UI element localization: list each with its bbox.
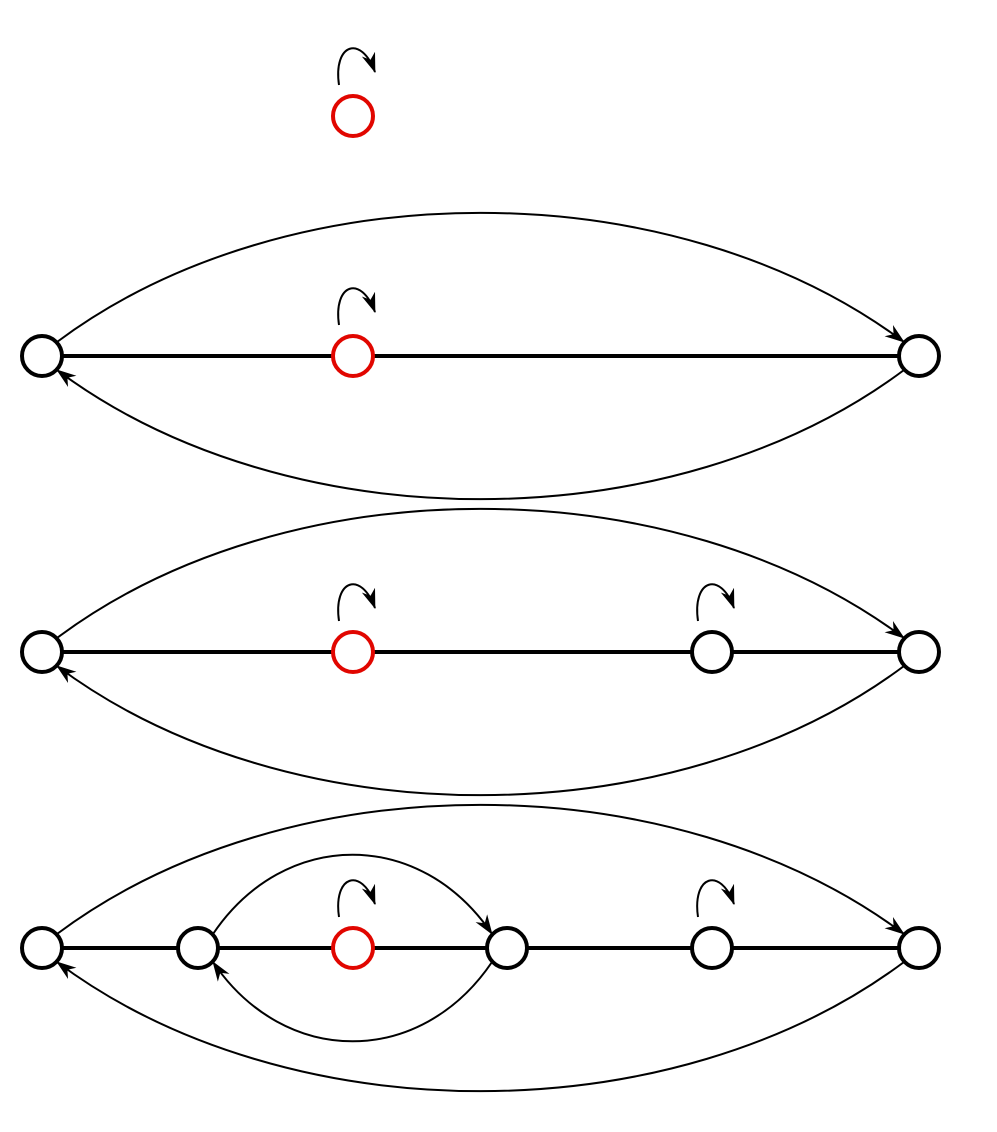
node (690, 630, 734, 674)
highlighted-node (331, 926, 375, 970)
directed-arc (56, 803, 905, 935)
arcs-layer (56, 211, 905, 1093)
node (897, 630, 941, 674)
self-loop (337, 583, 376, 622)
edges-layer (42, 354, 919, 950)
directed-arc (212, 961, 493, 1043)
self-loop (337, 287, 376, 326)
self-loop (337, 879, 376, 918)
self-loops-layer (337, 47, 735, 918)
directed-arc (56, 211, 905, 343)
node (897, 334, 941, 378)
node (20, 926, 64, 970)
directed-arc (56, 961, 905, 1093)
node (176, 926, 220, 970)
self-loop (337, 47, 376, 86)
highlighted-node (331, 334, 375, 378)
directed-arc (56, 369, 905, 501)
self-loop (696, 583, 735, 622)
highlighted-node (331, 94, 375, 138)
highlighted-node (331, 630, 375, 674)
nodes-layer (20, 94, 941, 970)
directed-arc (56, 665, 905, 797)
node (20, 630, 64, 674)
node (485, 926, 529, 970)
node (897, 926, 941, 970)
directed-arc (56, 507, 905, 639)
node (20, 334, 64, 378)
node (690, 926, 734, 970)
self-loop (696, 879, 735, 918)
directed-arc (212, 853, 493, 935)
